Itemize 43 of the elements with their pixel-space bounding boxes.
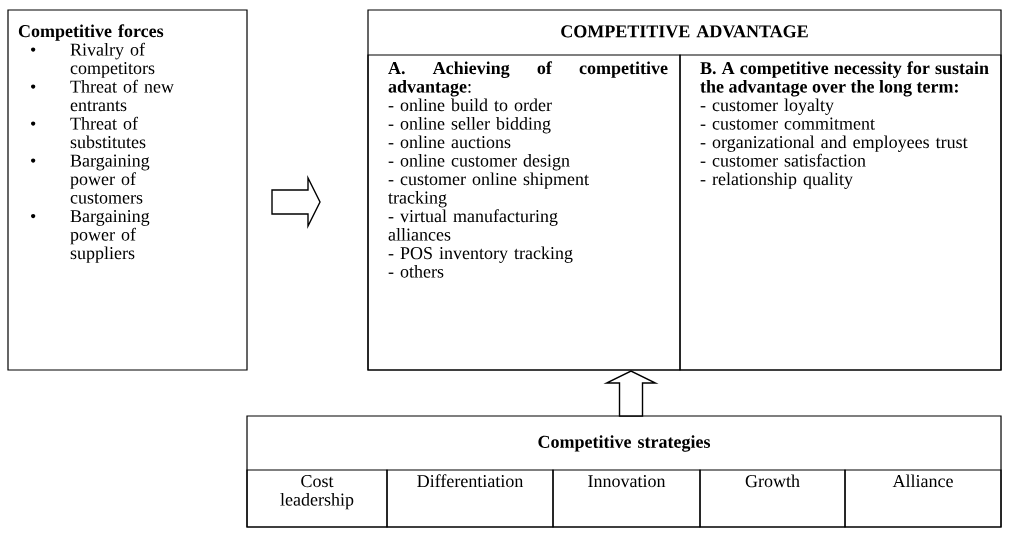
list-item: - others bbox=[388, 265, 444, 278]
heading: COMPETITIVE ADVANTAGE bbox=[561, 25, 808, 38]
table-cell bbox=[246, 469, 388, 528]
block-arrow bbox=[271, 175, 321, 229]
block-arrow bbox=[603, 370, 659, 417]
list-item: Threat of substitutes bbox=[70, 116, 146, 149]
list-item: - online auctions bbox=[388, 135, 511, 149]
bullet: • bbox=[31, 213, 36, 219]
table-cell bbox=[844, 469, 1002, 528]
forces-box bbox=[7, 9, 248, 371]
cell-text: Growth bbox=[745, 474, 800, 488]
list-item: - POS inventory tracking bbox=[388, 246, 573, 263]
table-cell bbox=[699, 469, 846, 528]
table-cell bbox=[552, 469, 701, 528]
bullet: • bbox=[31, 84, 36, 89]
list-item: - virtual manufacturing alliances bbox=[388, 209, 558, 241]
bullet: • bbox=[31, 47, 36, 52]
heading: A. Achieving of competitive advantage: bbox=[388, 61, 668, 97]
list-item: - customer loyalty bbox=[700, 98, 834, 115]
cell-text: Alliance bbox=[892, 474, 953, 488]
cell-text: Differentiation bbox=[417, 474, 524, 488]
list-item: Bargaining power of suppliers bbox=[70, 210, 150, 263]
list-item: - customer online shipment tracking bbox=[388, 172, 589, 208]
list-item: Rivalry of competitors bbox=[70, 42, 155, 78]
table-cell bbox=[386, 469, 554, 528]
list-item: - relationship quality bbox=[700, 172, 853, 189]
list-item: - organizational and employees trust bbox=[700, 135, 968, 152]
column-cell bbox=[679, 54, 1002, 371]
cell-text: Innovation bbox=[588, 475, 666, 488]
cell-text: Cost leadership bbox=[280, 475, 354, 510]
bullet: • bbox=[31, 121, 36, 126]
list-item: - online build to order bbox=[388, 98, 552, 112]
column-cell bbox=[367, 54, 681, 371]
list-item: - customer commitment bbox=[700, 117, 875, 130]
bullet: • bbox=[31, 158, 36, 163]
heading: Competitive forces bbox=[18, 24, 164, 41]
list-item: - online seller bidding bbox=[388, 117, 551, 134]
heading: Competitive strategies bbox=[538, 435, 711, 452]
heading: B. A competitive necessity for sustain the advantage over the long term: bbox=[700, 61, 989, 97]
list-item: Bargaining power of customers bbox=[70, 154, 150, 204]
list-item: Threat of new entrants bbox=[70, 79, 174, 112]
list-item: - customer satisfaction bbox=[700, 153, 866, 167]
list-item: - online customer design bbox=[388, 154, 570, 171]
